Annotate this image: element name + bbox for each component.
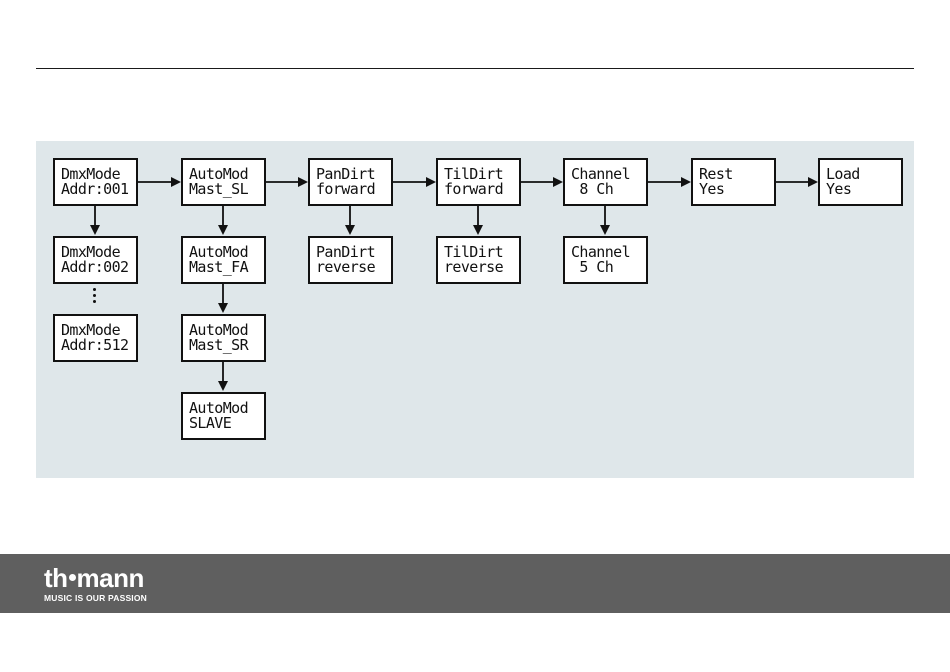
arrow-right-icon [521, 177, 563, 187]
arrow-down-icon [90, 206, 100, 235]
brand-name-part2: mann [77, 563, 144, 593]
arrow-right-icon [393, 177, 436, 187]
brand-name-part1: th [44, 563, 68, 593]
arrow-down-icon [218, 362, 228, 391]
logo-dot-icon [69, 574, 76, 581]
arrow-right-icon [648, 177, 691, 187]
arrow-right-icon [266, 177, 308, 187]
arrow-right-icon [776, 177, 818, 187]
ellipsis-vertical-icon [93, 288, 96, 306]
arrow-down-icon [218, 284, 228, 313]
brand-tagline: MUSIC IS OUR PASSION [44, 593, 147, 603]
arrow-right-icon [138, 177, 181, 187]
arrow-down-icon [600, 206, 610, 235]
arrow-down-icon [218, 206, 228, 235]
arrow-down-icon [473, 206, 483, 235]
arrow-down-icon [345, 206, 355, 235]
lcd-channel-8ch: Channel 8 Ch [563, 158, 648, 206]
lcd-channel-5ch: Channel 5 Ch [563, 236, 648, 284]
